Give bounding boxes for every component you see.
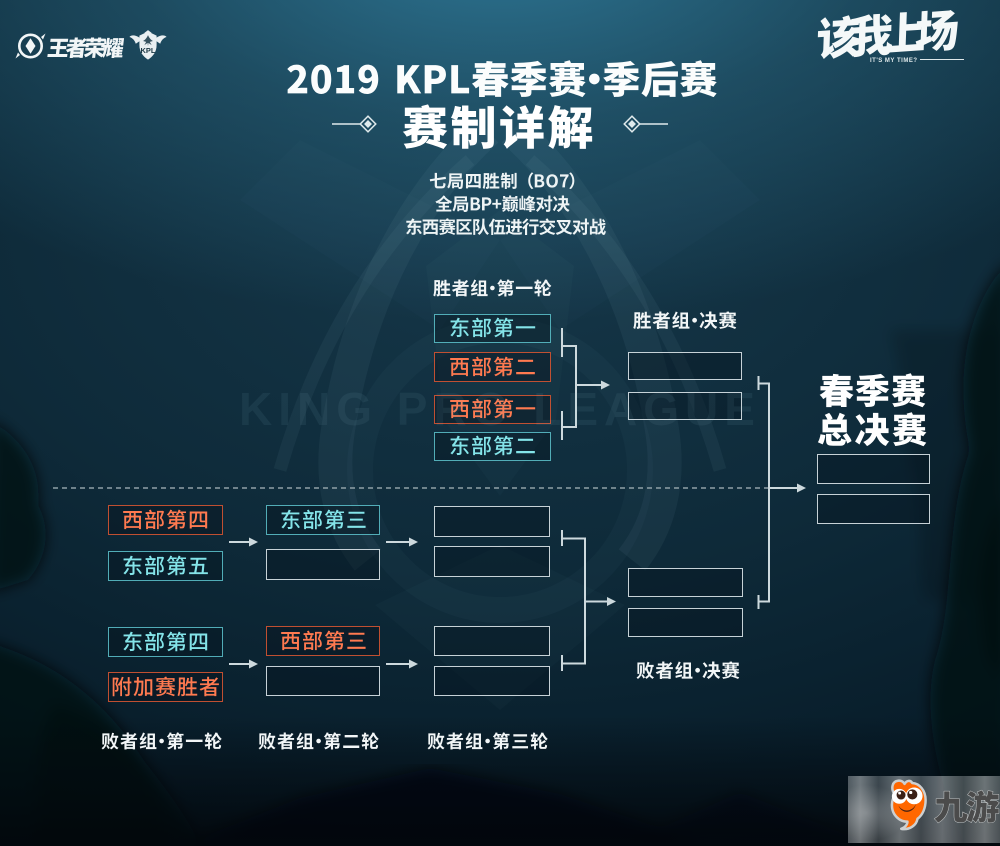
svg-text:KPL: KPL	[141, 46, 156, 55]
